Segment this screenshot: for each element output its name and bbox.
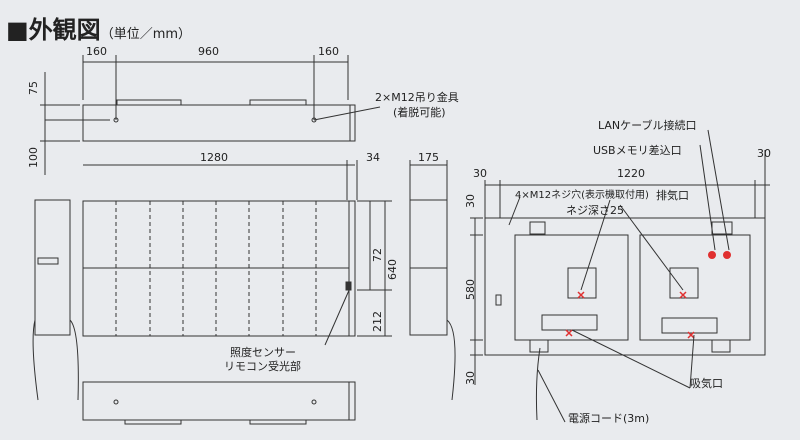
dim-175: 175 bbox=[418, 151, 439, 164]
dim-160-right: 160 bbox=[318, 45, 339, 58]
rear-view bbox=[470, 129, 770, 423]
sensor-label-1: 照度センサー bbox=[230, 346, 296, 359]
hook-label: 2×M12吊り金具 bbox=[375, 91, 459, 104]
dim-30-top: 30 bbox=[464, 194, 477, 208]
lan-label: LANケーブル接続口 bbox=[598, 119, 697, 132]
dim-30-left: 30 bbox=[473, 167, 487, 180]
title-main: 外観図 bbox=[28, 16, 101, 44]
page-title: ■外観図（単位／mm） bbox=[6, 10, 191, 45]
usb-label: USBメモリ差込口 bbox=[593, 144, 682, 157]
top-view bbox=[40, 55, 381, 175]
dim-160-left: 160 bbox=[86, 45, 107, 58]
dim-960: 960 bbox=[198, 45, 219, 58]
dim-1280: 1280 bbox=[200, 151, 228, 164]
dim-640: 640 bbox=[386, 259, 399, 280]
dim-34: 34 bbox=[366, 151, 380, 164]
dim-30-right: 30 bbox=[757, 147, 771, 160]
hook-note: (着脱可能) bbox=[393, 106, 446, 119]
exhaust-label: 排気口 bbox=[656, 189, 689, 202]
sensor-label-2: リモコン受光部 bbox=[224, 360, 301, 373]
dim-1220: 1220 bbox=[617, 167, 645, 180]
dim-30-bottom: 30 bbox=[464, 371, 477, 385]
x-marks bbox=[565, 291, 695, 339]
dim-75: 75 bbox=[27, 81, 40, 95]
title-unit: （単位／mm） bbox=[100, 27, 192, 42]
bottom-view bbox=[82, 381, 356, 425]
intake-label: 吸気口 bbox=[690, 377, 723, 390]
dim-580: 580 bbox=[464, 279, 477, 300]
front-view bbox=[32, 160, 456, 401]
screw-depth: ネジ深さ25 bbox=[566, 204, 624, 217]
title-square: ■ bbox=[6, 16, 29, 44]
port-icons bbox=[708, 251, 731, 259]
dim-212: 212 bbox=[371, 311, 384, 332]
power-cord-label: 電源コード(3m) bbox=[568, 412, 650, 425]
screw-label: 4×M12ネジ穴(表示機取付用) bbox=[515, 190, 649, 201]
dim-72: 72 bbox=[371, 248, 384, 262]
dim-100: 100 bbox=[27, 147, 40, 168]
